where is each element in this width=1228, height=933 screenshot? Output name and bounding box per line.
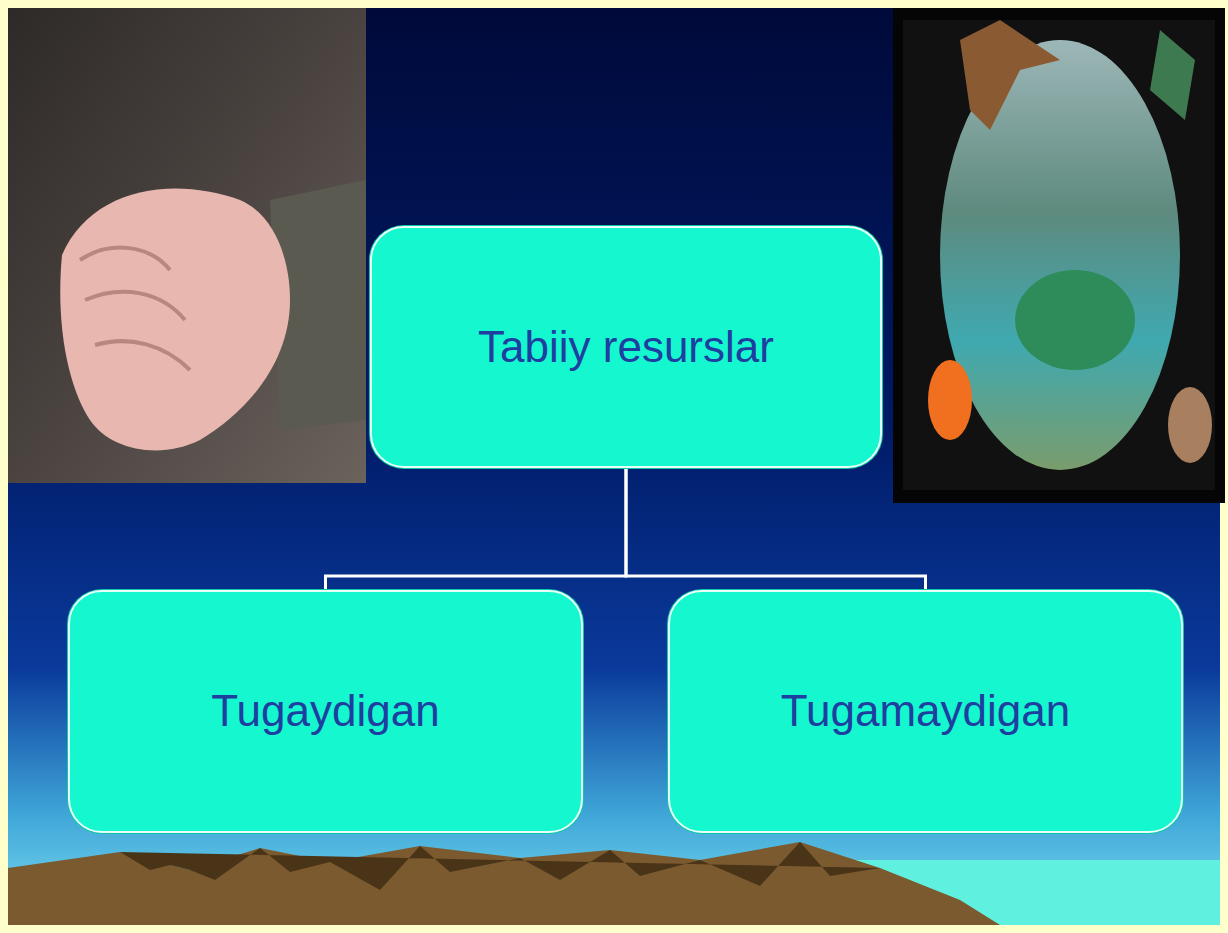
tree-connector: [626, 468, 926, 590]
resource-box: Tugaydigan: [68, 590, 583, 833]
tree-connector: [326, 468, 627, 590]
box-label: Tabiiy resurslar: [478, 322, 774, 373]
box-content: Tabiiy resurslar: [478, 322, 774, 373]
box-label: Tugaydigan: [211, 686, 439, 737]
box-label: Tugamaydigan: [781, 686, 1070, 737]
box-content: Tugamaydigan: [781, 686, 1070, 737]
box-content: Tugaydigan: [211, 686, 439, 737]
resource-box: Tabiiy resurslar: [370, 226, 882, 468]
resource-box: Tugamaydigan: [668, 590, 1183, 833]
